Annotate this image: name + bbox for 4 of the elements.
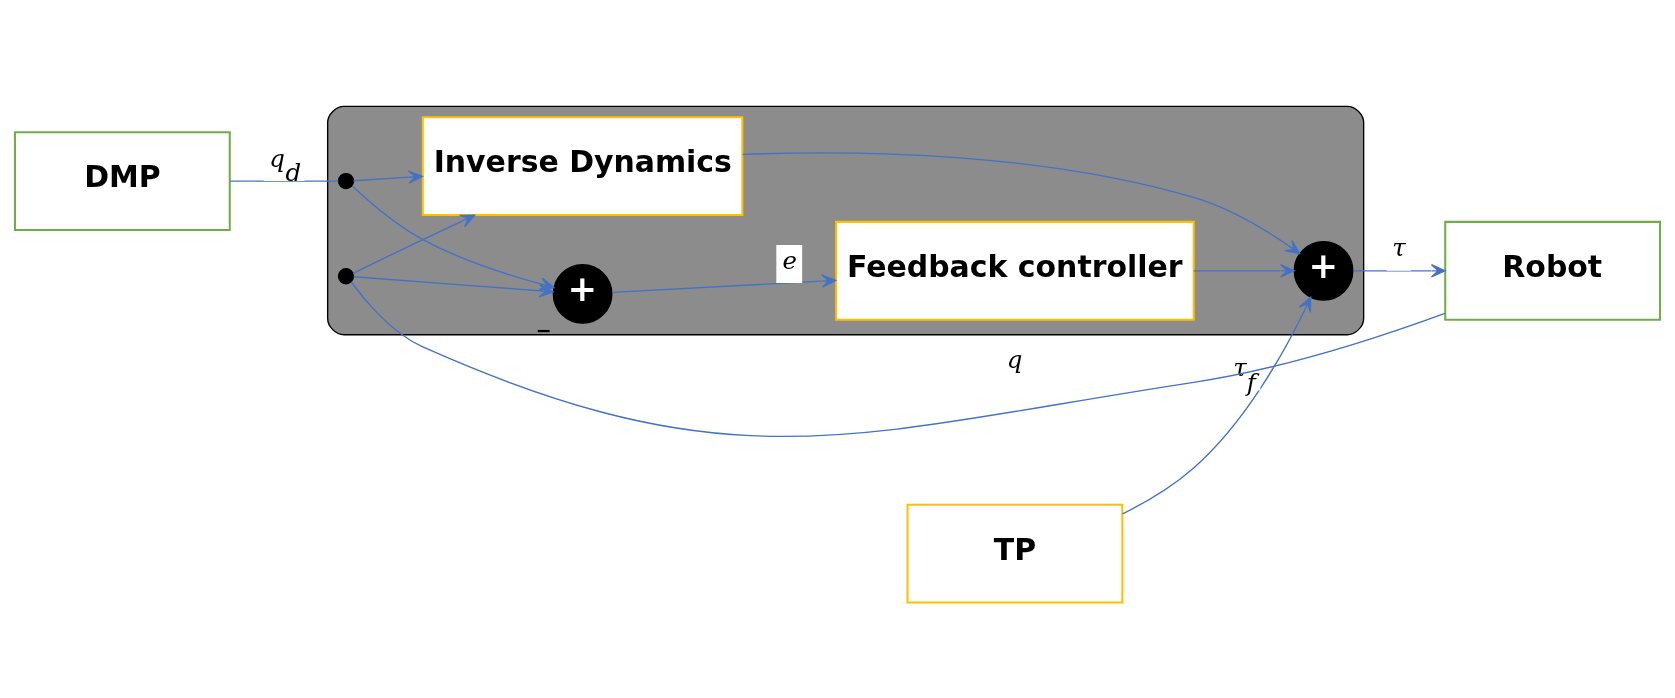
edge-label: q bbox=[1006, 344, 1023, 374]
node-label: − bbox=[535, 319, 552, 342]
edge-label: τ bbox=[1392, 233, 1406, 263]
edge-label: e bbox=[782, 245, 797, 275]
